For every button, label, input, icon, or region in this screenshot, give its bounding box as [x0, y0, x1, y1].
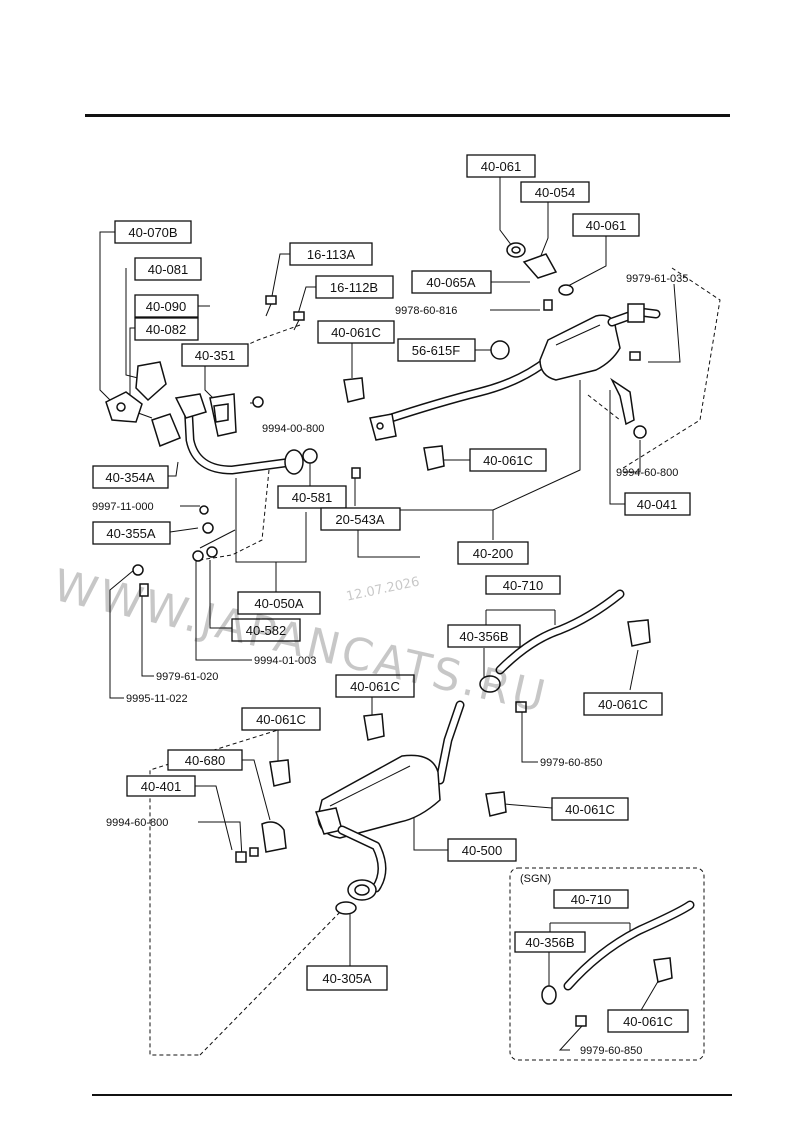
label-l15: 40-351 [195, 348, 235, 363]
top-rule [85, 114, 730, 117]
label-l28: 40-356B [459, 629, 508, 644]
label-l46: 40-061C [623, 1014, 673, 1029]
label-l8: 40-081 [148, 262, 188, 277]
label-l7: 40-070B [128, 225, 177, 240]
leader-lines [99, 177, 721, 1056]
hanger-rubbers [269, 377, 673, 983]
manifold-heat-shield [105, 361, 237, 447]
label-l5: 9978-60-816 [395, 305, 457, 317]
label-l25: 40-200 [473, 546, 513, 561]
label-l43: 40-710 [571, 892, 611, 907]
label-l18: 40-354A [105, 470, 154, 485]
label-l38: 40-401 [141, 779, 181, 794]
label-l26: 40-710 [503, 578, 543, 593]
label-l33: 40-061C [350, 679, 400, 694]
label-l29: 40-582 [246, 623, 286, 638]
label-l30: 9994-01-003 [254, 655, 316, 667]
rear-muffler-40-500 [235, 700, 465, 915]
label-l36: 9979-60-850 [540, 757, 602, 769]
label-l19: 40-581 [292, 490, 332, 505]
label-l31: 9979-61-020 [156, 671, 218, 683]
bottom-rule [92, 1094, 732, 1096]
label-l32: 9995-11-022 [126, 693, 188, 705]
center-pipe-40-200 [369, 303, 661, 441]
label-l16: 9994-00-800 [262, 423, 324, 435]
label-l23: 20-543A [335, 512, 384, 527]
label-l24: 40-355A [106, 526, 155, 541]
label-l35: 40-061C [256, 712, 306, 727]
label-l2: 40-054 [535, 185, 575, 200]
label-l27: 40-050A [254, 596, 303, 611]
label-l44: 40-356B [525, 935, 574, 950]
part-labels: 40-061 40-054 40-061 40-065A 9978-60-816… [92, 154, 691, 1057]
label-l11: 16-113A [307, 247, 356, 262]
front-pipe-40-050a [174, 393, 304, 475]
label-l47: 9979-60-850 [580, 1045, 642, 1057]
label-l13: 40-061C [331, 325, 381, 340]
label-l1: 40-061 [481, 159, 521, 174]
label-l20: 9994-60-800 [616, 467, 678, 479]
label-l17: 40-061C [483, 453, 533, 468]
label-l3: 40-061 [586, 218, 626, 233]
label-l22: 9997-11-000 [92, 501, 154, 513]
label-l42: (SGN) [520, 873, 551, 885]
inset-tail-pipe [509, 867, 705, 1061]
label-l37: 40-680 [185, 753, 225, 768]
label-l39: 40-061C [565, 802, 615, 817]
label-l12: 16-112B [330, 280, 378, 295]
label-l9: 40-090 [146, 299, 186, 314]
label-l14: 56-615F [412, 343, 460, 358]
gaskets-and-nuts [132, 242, 647, 597]
label-l40: 9994-60-800 [106, 817, 168, 829]
label-l34: 40-061C [598, 697, 648, 712]
label-l6: 9979-61-035 [626, 273, 688, 285]
label-l10: 40-082 [146, 322, 186, 337]
label-l45: 40-305A [322, 971, 371, 986]
stud-bolts-16-113a-16-112b [252, 295, 305, 408]
exhaust-parts [105, 242, 705, 1061]
label-l4: 40-065A [426, 275, 475, 290]
label-l41: 40-500 [462, 843, 502, 858]
label-l21: 40-041 [637, 497, 677, 512]
tail-pipe-40-710 [479, 589, 625, 713]
